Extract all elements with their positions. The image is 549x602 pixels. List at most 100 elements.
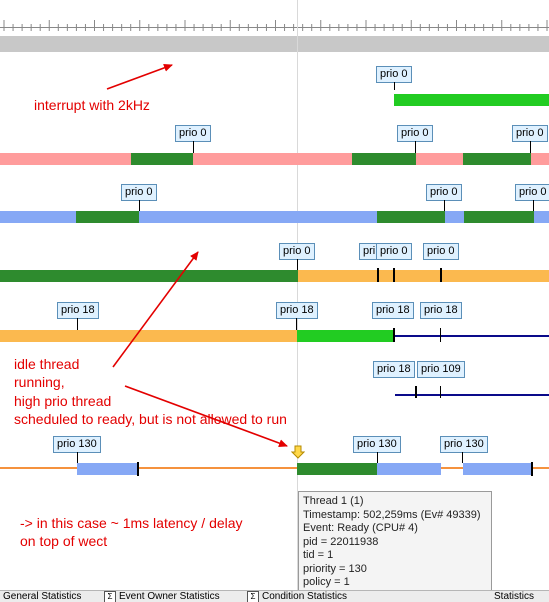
state-ready-segment[interactable] bbox=[531, 153, 549, 165]
sigma-icon: Σ bbox=[104, 591, 116, 602]
state-running-segment[interactable] bbox=[394, 94, 549, 106]
state-ready-segment[interactable] bbox=[0, 330, 297, 342]
prio-stem bbox=[533, 200, 534, 211]
state-running-segment[interactable] bbox=[352, 153, 416, 165]
prio-label: prio 0 bbox=[376, 66, 412, 83]
tooltip-line: Timestamp: 502,259ms (Ev# 49339) bbox=[303, 508, 481, 521]
annotation-idle-line3: high prio thread bbox=[14, 393, 112, 409]
tab-statistics[interactable]: Statistics bbox=[494, 591, 534, 602]
event-tick bbox=[377, 268, 379, 282]
event-tick bbox=[440, 268, 442, 282]
tab-label: Event Owner Statistics bbox=[119, 591, 220, 602]
state-idle-line[interactable] bbox=[139, 467, 297, 469]
prio-label: prio 0 bbox=[121, 184, 157, 201]
state-idle-line[interactable] bbox=[533, 467, 549, 469]
annotation-idle-line1: idle thread bbox=[14, 356, 80, 372]
state-ready-segment[interactable] bbox=[298, 270, 549, 282]
time-cursor-line bbox=[297, 0, 298, 590]
state-ready-segment[interactable] bbox=[463, 463, 532, 475]
prio-stem bbox=[462, 452, 463, 463]
state-ready-segment[interactable] bbox=[0, 153, 131, 165]
tooltip-line: Thread 1 (1) bbox=[303, 495, 364, 507]
state-running-segment[interactable] bbox=[464, 211, 534, 223]
sigma-icon: Σ bbox=[247, 591, 259, 602]
prio-label: prio 18 bbox=[372, 302, 414, 319]
annotation-latency-line2: on top of wect bbox=[20, 533, 108, 549]
prio-stem bbox=[530, 141, 531, 153]
state-idle-line[interactable] bbox=[0, 467, 77, 469]
state-ready-segment[interactable] bbox=[534, 211, 549, 223]
tab-label: Condition Statistics bbox=[262, 591, 348, 602]
annotation-idle-line4: scheduled to ready, but is not allowed t… bbox=[14, 411, 287, 427]
annotation-idle-line2: running, bbox=[14, 374, 65, 390]
prio-stem bbox=[77, 452, 78, 463]
event-marker-icon[interactable] bbox=[291, 445, 305, 459]
event-tick bbox=[393, 328, 395, 342]
event-tick bbox=[137, 462, 139, 476]
state-running-segment[interactable] bbox=[76, 211, 139, 223]
state-running-segment[interactable] bbox=[297, 330, 393, 342]
prio-stem bbox=[415, 141, 416, 153]
prio-label: prio 0 bbox=[175, 125, 211, 142]
state-idle-line[interactable] bbox=[441, 467, 463, 469]
tooltip-line: policy = 1 bbox=[303, 576, 350, 588]
prio-stem bbox=[77, 318, 78, 330]
prio-label: prio 0 bbox=[376, 243, 412, 260]
prio-label: prio 130 bbox=[440, 436, 488, 453]
tab-label: General Statistics bbox=[3, 591, 82, 602]
prio-stem bbox=[444, 200, 445, 211]
state-ready-segment[interactable] bbox=[377, 463, 441, 475]
event-tick bbox=[440, 328, 441, 342]
event-tick bbox=[531, 462, 533, 476]
prio-stem bbox=[139, 200, 140, 211]
ruler-ticks bbox=[0, 20, 549, 31]
annotation-interrupt: interrupt with 2kHz bbox=[34, 97, 150, 113]
state-ready-segment[interactable] bbox=[139, 211, 377, 223]
event-tick bbox=[415, 386, 417, 398]
event-tick bbox=[440, 386, 441, 398]
event-tooltip: Thread 1 (1) Timestamp: 502,259ms (Ev# 4… bbox=[298, 491, 492, 601]
prio-label: prio 0 bbox=[423, 243, 459, 260]
annotation-latency-line1: -> in this case ~ 1ms latency / delay bbox=[20, 515, 243, 531]
tab-general-statistics[interactable]: General Statistics bbox=[3, 591, 81, 602]
tooltip-line: priority = 130 bbox=[303, 562, 367, 575]
prio-stem bbox=[394, 82, 395, 90]
prio-label: prio 0 bbox=[512, 125, 548, 142]
tooltip-line: Event: Ready (CPU# 4) bbox=[303, 522, 418, 534]
prio-label: prio 130 bbox=[353, 436, 401, 453]
tab-label: Statistics bbox=[494, 591, 535, 602]
tooltip-line: pid = 22011938 bbox=[303, 535, 379, 548]
state-ready-segment[interactable] bbox=[0, 211, 76, 223]
state-ready-segment[interactable] bbox=[416, 153, 463, 165]
tooltip-line: tid = 1 bbox=[303, 549, 334, 561]
arrow-to-idle bbox=[112, 251, 199, 368]
state-running-segment[interactable] bbox=[0, 270, 298, 282]
state-ready-segment[interactable] bbox=[77, 463, 138, 475]
prio-label: prio 109 bbox=[417, 361, 465, 378]
arrow-to-interrupt bbox=[106, 64, 173, 90]
prio-label: prio 0 bbox=[397, 125, 433, 142]
prio-label: prio 0 bbox=[515, 184, 549, 201]
state-running-segment[interactable] bbox=[297, 463, 377, 475]
state-running-segment[interactable] bbox=[463, 153, 531, 165]
prio-stem bbox=[193, 141, 194, 153]
state-ready-segment[interactable] bbox=[445, 211, 464, 223]
prio-label: prio 18 bbox=[420, 302, 462, 319]
prio-label: prio 18 bbox=[57, 302, 99, 319]
state-running-segment[interactable] bbox=[131, 153, 193, 165]
state-running-segment[interactable] bbox=[377, 211, 445, 223]
state-blocked-line[interactable] bbox=[395, 335, 549, 337]
state-ready-segment[interactable] bbox=[193, 153, 352, 165]
horizontal-overview-bar[interactable] bbox=[0, 36, 549, 52]
prio-stem bbox=[377, 452, 378, 463]
prio-stem bbox=[296, 318, 297, 330]
arrow-to-event bbox=[124, 385, 288, 447]
state-blocked-line[interactable] bbox=[395, 394, 549, 396]
prio-label: prio 130 bbox=[53, 436, 101, 453]
prio-stem bbox=[297, 259, 298, 270]
